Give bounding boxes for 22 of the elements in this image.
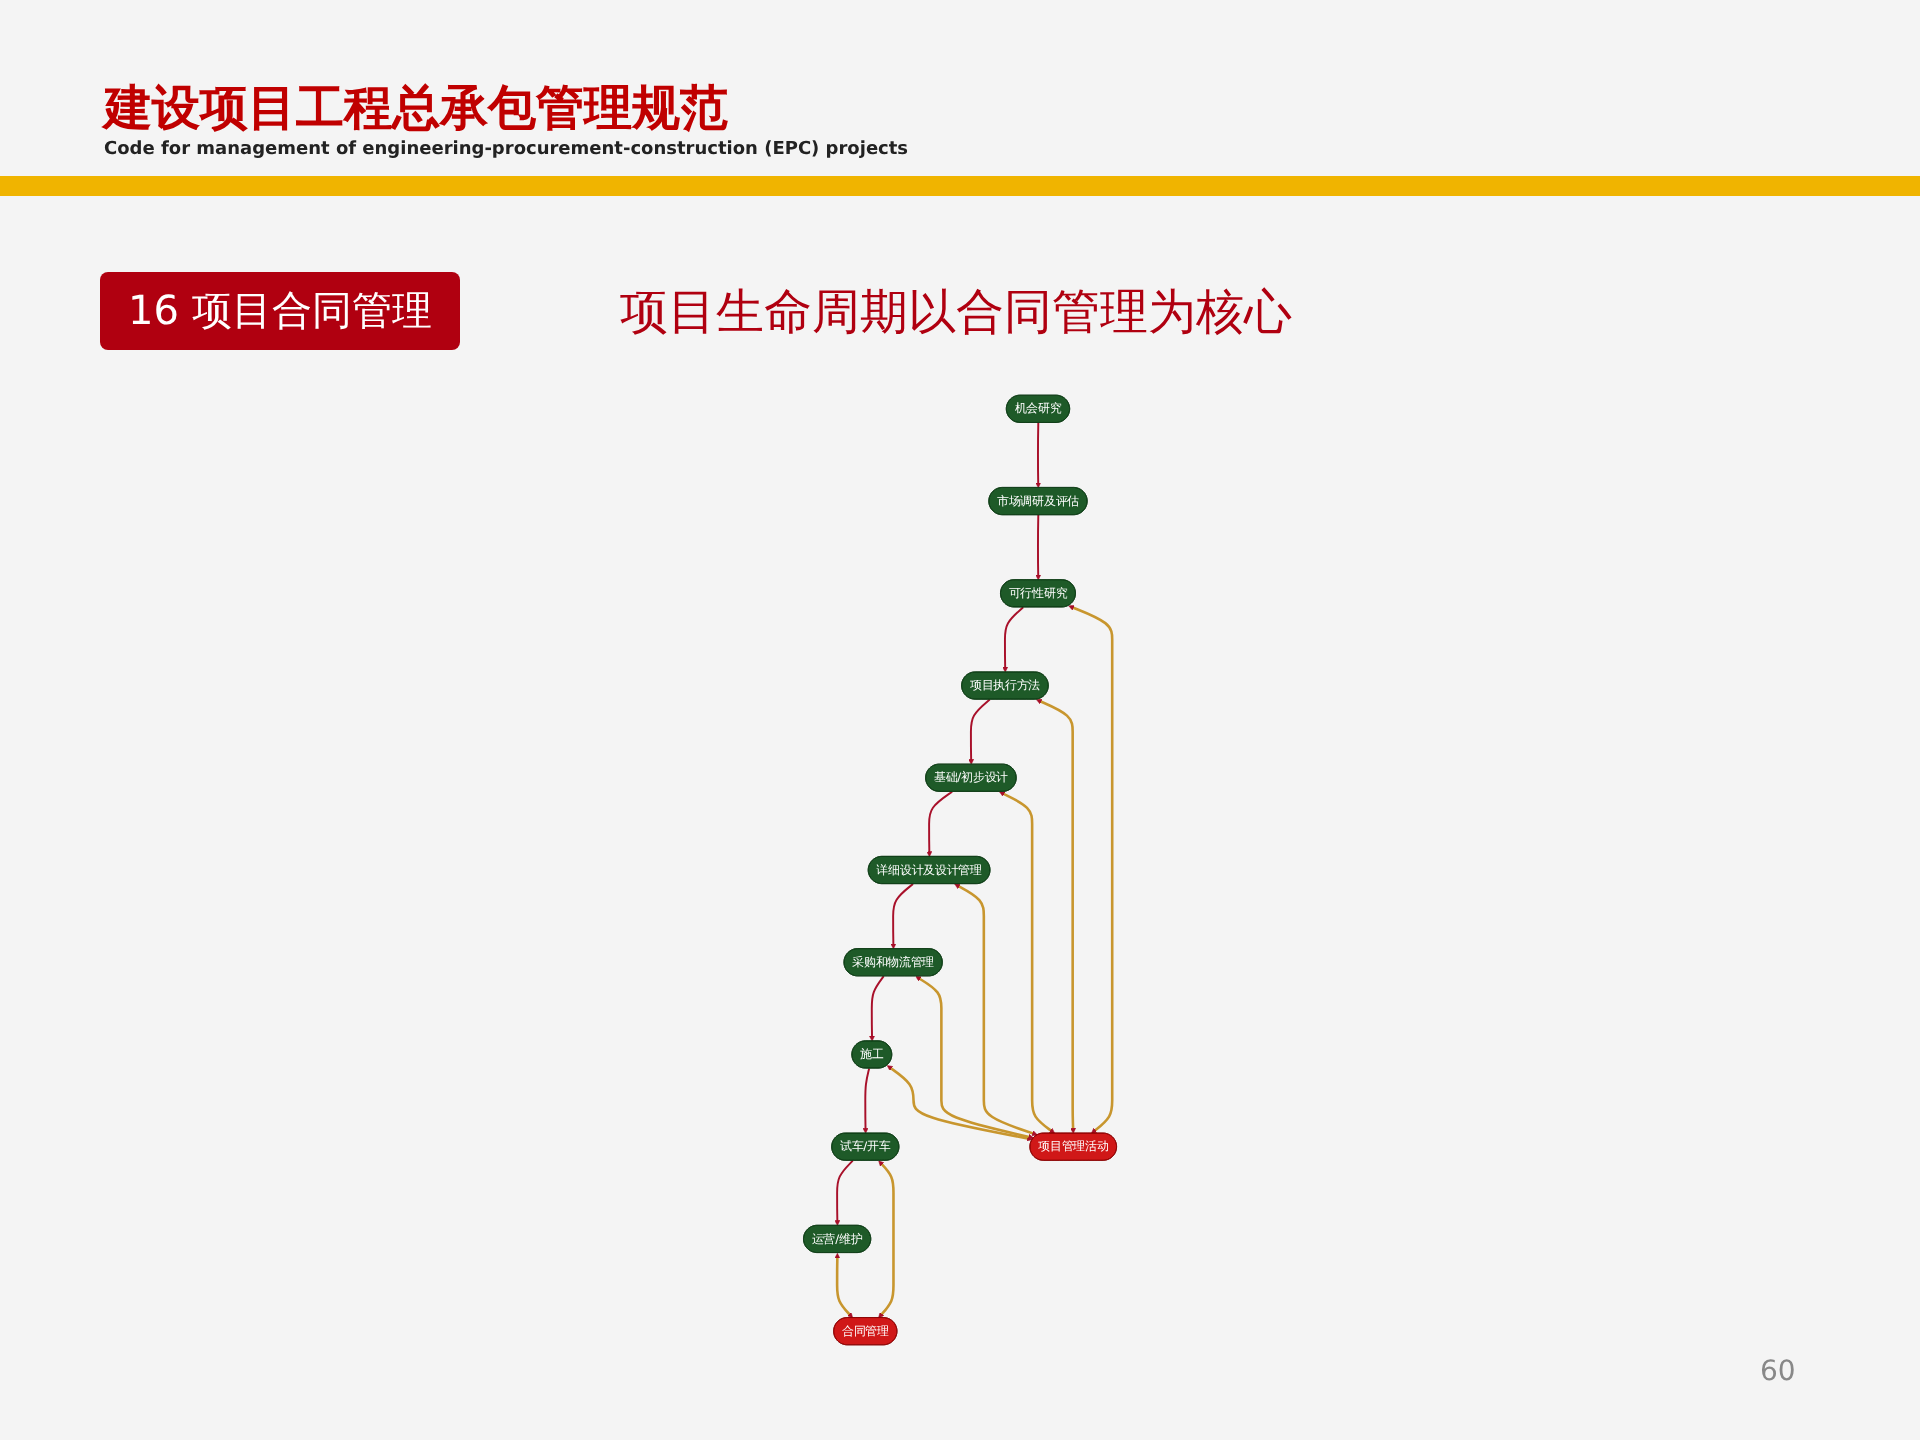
- arrow: [999, 791, 1055, 1134]
- arrow: [878, 1160, 895, 1319]
- arrow: [834, 1252, 853, 1319]
- arrow: [890, 883, 914, 950]
- arrow: [1035, 514, 1042, 581]
- arrow: [915, 976, 1034, 1140]
- arrow: [1002, 606, 1025, 673]
- arrow: [834, 1159, 854, 1226]
- subtitle: Code for management of engineering-procurement-construction (EPC) projects: [104, 140, 909, 160]
- arrow: [869, 975, 885, 1042]
- arrow: [1068, 605, 1114, 1134]
- page-number: 60: [1760, 1356, 1796, 1388]
- arrow: [968, 698, 991, 765]
- section-tag: 16 项目合同管理: [100, 272, 460, 350]
- title: 建设项目工程总承包管理规范: [104, 76, 728, 140]
- arrow: [954, 883, 1038, 1136]
- arrow: [926, 790, 954, 857]
- arrow: [862, 1067, 871, 1134]
- arrow: [886, 1065, 1033, 1142]
- heading: 项目生命周期以合同管理为核心: [620, 282, 1292, 344]
- arrow: [1035, 421, 1042, 488]
- arrow: [1036, 699, 1076, 1134]
